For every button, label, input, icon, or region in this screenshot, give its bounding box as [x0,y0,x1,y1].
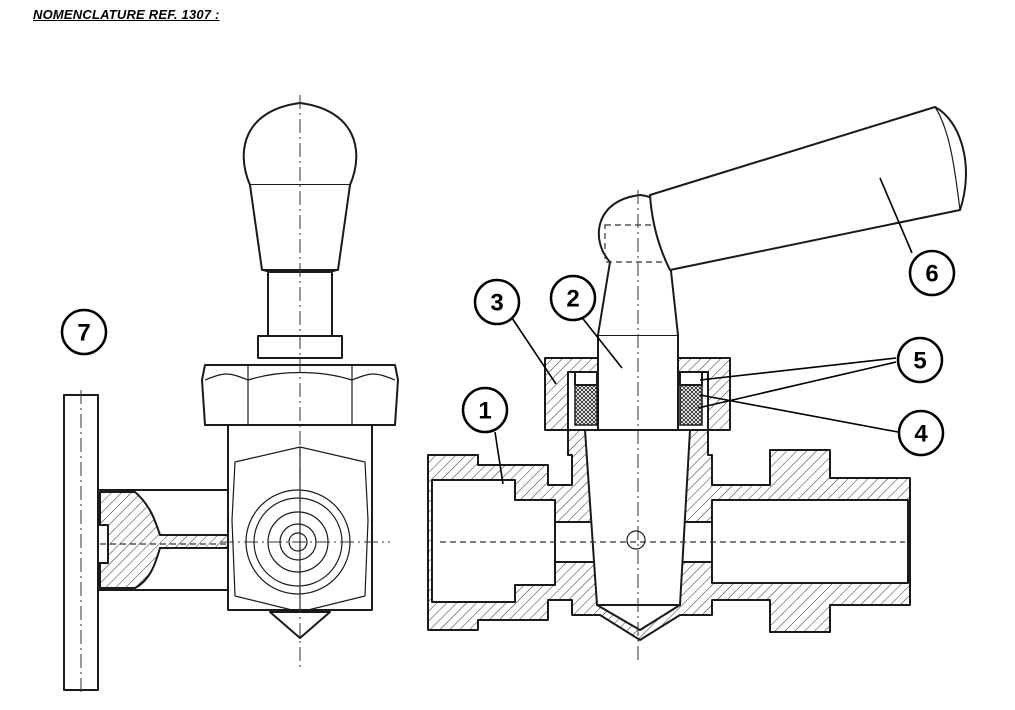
callout-2: 2 [549,274,597,322]
svg-text:7: 7 [77,320,90,347]
svg-text:1: 1 [478,398,491,425]
svg-text:4: 4 [914,421,928,448]
section-view [427,106,967,641]
callout-1: 1 [461,386,509,434]
svg-text:6: 6 [925,261,938,288]
svg-text:3: 3 [490,290,503,317]
inlet-bore [431,479,556,603]
packing-left [574,384,598,426]
lever-handle [649,106,967,271]
callout-6: 6 [908,249,956,297]
drawing-heading: NOMENCLATURE REF. 1307 : [33,7,220,22]
pipe-section [99,491,229,589]
callout-7: 7 [60,308,108,356]
callout-5: 5 [896,336,944,384]
gland-nut [544,357,731,431]
svg-text:2: 2 [566,286,579,313]
svg-text:5: 5 [913,348,926,375]
callout-3: 3 [473,278,521,326]
side-view [63,102,399,695]
callout-4: 4 [897,409,945,457]
packing-right [679,384,703,426]
